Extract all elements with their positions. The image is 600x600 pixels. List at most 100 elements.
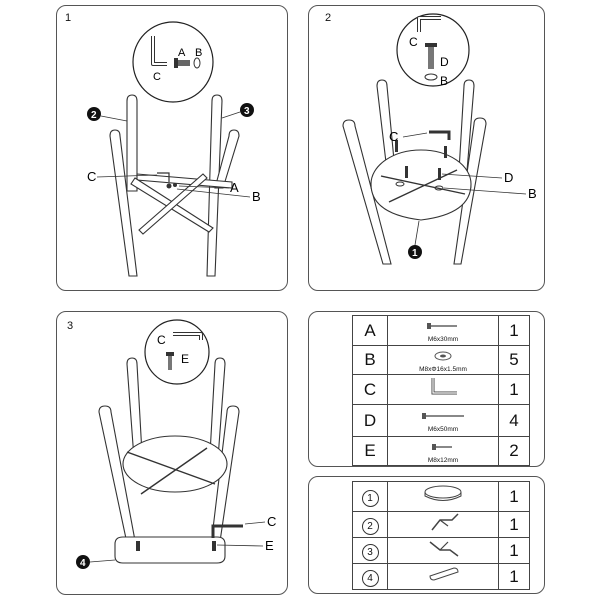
hardware-qty: 1 bbox=[498, 315, 530, 346]
seat-icon bbox=[424, 485, 462, 501]
svg-text:E: E bbox=[265, 538, 274, 553]
screws bbox=[136, 541, 216, 551]
step-3-diagram: C E C E 4 bbox=[76, 319, 276, 569]
table-row: 2 1 bbox=[352, 511, 530, 538]
callout-letter-d: D bbox=[440, 55, 449, 69]
step-3-panel: 3 C E C E bbox=[56, 311, 288, 595]
hardware-spec: M8x12mm bbox=[427, 456, 459, 464]
stool-frame bbox=[98, 357, 240, 564]
hardware-letter: E bbox=[352, 436, 388, 466]
table-row: D M6x50mm 4 bbox=[352, 404, 530, 437]
hardware-spec: M6x50mm bbox=[427, 426, 459, 433]
label-e: E bbox=[216, 538, 274, 553]
label-c: C bbox=[87, 169, 158, 184]
callout-letter-c: C bbox=[153, 71, 161, 83]
hardware-qty: 2 bbox=[498, 436, 530, 466]
leg-frames bbox=[109, 94, 240, 277]
svg-text:1: 1 bbox=[412, 248, 418, 259]
hardware-table: A M6x30mm 1 B M8xΦ16x1.5mm 5 C 1 D bbox=[352, 315, 530, 466]
step-1-diagram: A B C 2 3 C bbox=[87, 21, 261, 277]
hardware-spec: M6x30mm bbox=[427, 336, 459, 343]
part-number: 4 bbox=[361, 570, 379, 587]
table-row: E M8x12mm 2 bbox=[352, 436, 530, 466]
callout-letter-b: B bbox=[440, 74, 448, 88]
hardware-drawing: M6x50mm bbox=[387, 404, 499, 437]
step-2-panel: 2 C D B bbox=[308, 5, 545, 291]
label-c: C bbox=[389, 129, 428, 144]
part-drawing bbox=[387, 537, 499, 564]
table-row: A M6x30mm 1 bbox=[352, 315, 530, 346]
hardware-drawing bbox=[387, 374, 499, 405]
part-number: 2 bbox=[361, 518, 379, 535]
table-row: 3 1 bbox=[352, 537, 530, 564]
part-drawing bbox=[387, 563, 499, 590]
part-qty: 1 bbox=[498, 511, 530, 538]
step-2-diagram: C D B C D bbox=[342, 13, 537, 265]
hardware-qty: 1 bbox=[498, 374, 530, 405]
hardware-callout: A B C bbox=[132, 21, 214, 103]
svg-text:B: B bbox=[252, 189, 261, 204]
hardware-letter: B bbox=[352, 345, 388, 375]
hardware-callout: C D B bbox=[396, 13, 470, 88]
part-drawing bbox=[387, 511, 499, 538]
hardware-drawing: M8xΦ16x1.5mm bbox=[387, 345, 499, 375]
part-callout-1: 1 bbox=[408, 220, 422, 259]
table-row: 1 1 bbox=[352, 481, 530, 512]
svg-text:A: A bbox=[230, 180, 239, 195]
part-callout-2: 2 bbox=[87, 107, 128, 122]
hardware-drawing: M6x30mm bbox=[387, 315, 499, 346]
allen-key-icon bbox=[431, 378, 457, 395]
label-b: B bbox=[443, 186, 537, 201]
leg-frame-icon bbox=[429, 541, 459, 557]
callout-letter-b: B bbox=[195, 47, 202, 59]
table-row: B M8xΦ16x1.5mm 5 bbox=[352, 345, 530, 375]
step-number: 1 bbox=[65, 12, 72, 24]
hardware-list-panel: A M6x30mm 1 B M8xΦ16x1.5mm 5 C 1 D bbox=[308, 311, 545, 467]
table-row: 4 1 bbox=[352, 563, 530, 590]
part-qty: 1 bbox=[498, 563, 530, 590]
step-number: 2 bbox=[325, 12, 332, 24]
leg-frame-icon bbox=[431, 513, 459, 531]
label-d: D bbox=[441, 170, 513, 185]
hardware-letter: D bbox=[352, 404, 388, 437]
callout-letter-c: C bbox=[157, 333, 166, 347]
long-bolt-icon bbox=[422, 413, 464, 419]
callout-letter-e: E bbox=[181, 352, 189, 366]
bolt-icon bbox=[427, 323, 457, 329]
footrest-tube-icon bbox=[429, 567, 459, 581]
part-drawing bbox=[387, 481, 499, 512]
washer-icon bbox=[434, 351, 452, 360]
parts-list-panel: 1 1 2 1 3 1 4 1 bbox=[308, 476, 545, 594]
callout-letter-c: C bbox=[409, 35, 418, 49]
hardware-letter: C bbox=[352, 374, 388, 405]
screws bbox=[395, 140, 447, 191]
part-number: 3 bbox=[361, 544, 379, 561]
part-qty: 1 bbox=[498, 481, 530, 512]
svg-text:C: C bbox=[267, 514, 276, 529]
label-a: A bbox=[178, 180, 239, 195]
label-b: B bbox=[176, 188, 261, 204]
svg-text:3: 3 bbox=[244, 106, 250, 117]
svg-text:D: D bbox=[504, 170, 513, 185]
part-number: 1 bbox=[361, 490, 379, 507]
part-callout-3: 3 bbox=[221, 103, 254, 119]
part-callout-4: 4 bbox=[76, 555, 116, 569]
svg-text:4: 4 bbox=[80, 558, 86, 569]
callout-letter-a: A bbox=[178, 47, 186, 59]
hardware-callout: C E bbox=[144, 319, 210, 385]
svg-text:B: B bbox=[528, 186, 537, 201]
step-number: 3 bbox=[67, 320, 74, 332]
svg-text:2: 2 bbox=[91, 110, 97, 121]
hardware-qty: 5 bbox=[498, 345, 530, 375]
part-qty: 1 bbox=[498, 537, 530, 564]
hardware-spec: M8xΦ16x1.5mm bbox=[419, 365, 467, 373]
hardware-drawing: M8x12mm bbox=[387, 436, 499, 466]
svg-text:C: C bbox=[87, 169, 96, 184]
hardware-letter: A bbox=[352, 315, 388, 346]
short-bolt-icon bbox=[432, 443, 452, 450]
label-c: C bbox=[244, 514, 276, 529]
hardware-qty: 4 bbox=[498, 404, 530, 437]
table-row: C 1 bbox=[352, 374, 530, 405]
svg-text:C: C bbox=[389, 129, 398, 144]
stool-frame bbox=[342, 79, 487, 265]
